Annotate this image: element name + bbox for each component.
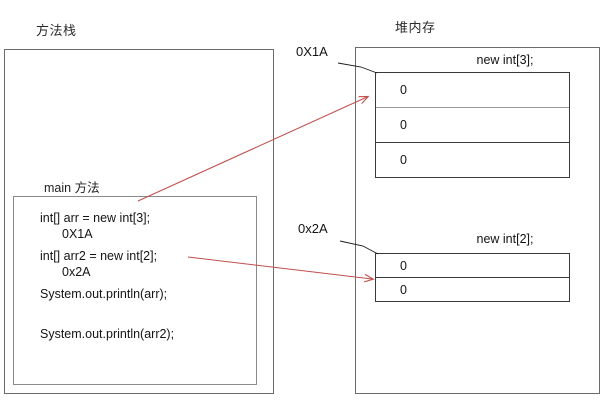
code-line-declare-arr2: int[] arr2 = new int[2]; <box>40 249 158 263</box>
array-cell: 0 <box>376 73 569 108</box>
code-line-print-arr: System.out.println(arr); <box>40 287 168 301</box>
array-cell: 0 <box>376 254 569 278</box>
array-cell: 0 <box>376 108 569 143</box>
stack-title: 方法栈 <box>36 23 77 38</box>
array-cell: 0 <box>400 282 407 297</box>
array-caption-int2: new int[2]; <box>476 232 534 246</box>
array-table-int3: 0 0 0 <box>375 72 570 178</box>
main-method-label: main 方法 <box>44 181 100 195</box>
heap-address-label-0x2a: 0x2A <box>298 221 328 236</box>
heap-address-label-0x1a: 0X1A <box>296 44 328 59</box>
heap-title: 堆内存 <box>395 20 436 35</box>
array-table-int2: 0 0 <box>375 253 570 302</box>
array-caption-int3: new int[3]; <box>476 53 534 67</box>
stack-frame <box>4 49 274 394</box>
code-line-declare-arr: int[] arr = new int[3]; <box>40 211 151 225</box>
code-addr-arr: 0X1A <box>62 227 93 241</box>
code-addr-arr2: 0x2A <box>62 265 91 279</box>
main-method-frame <box>13 196 257 385</box>
heap-frame <box>355 47 600 394</box>
array-cell: 0 <box>400 153 407 167</box>
code-line-print-arr2: System.out.println(arr2); <box>40 327 175 341</box>
